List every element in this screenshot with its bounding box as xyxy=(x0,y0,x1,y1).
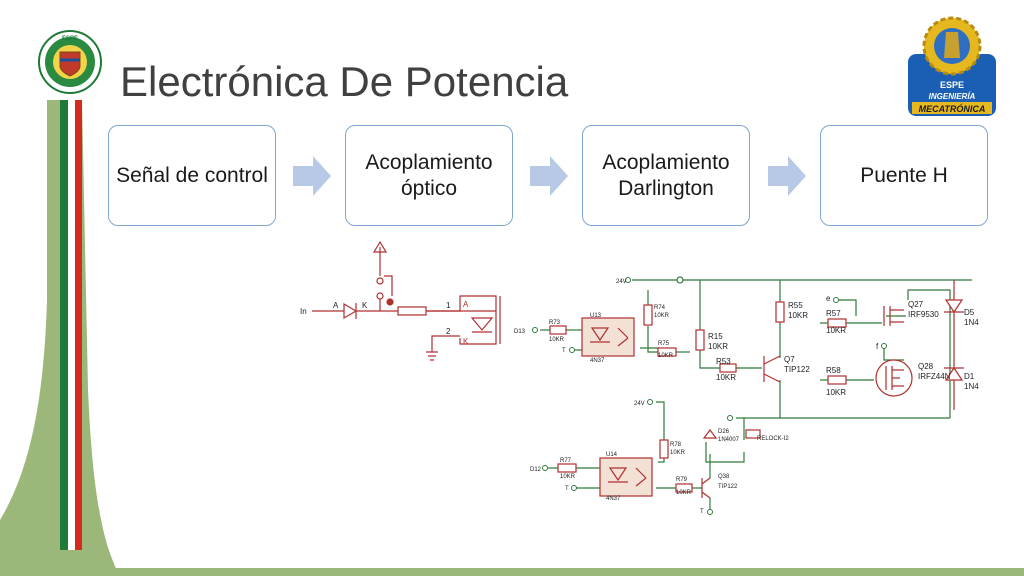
flow-arrow-2 xyxy=(530,156,568,196)
svg-text:D13: D13 xyxy=(514,329,526,335)
svg-text:R78: R78 xyxy=(670,442,682,448)
svg-text:D1: D1 xyxy=(964,372,975,381)
power-stage-components xyxy=(549,280,964,499)
flow-arrow-1 xyxy=(293,156,331,196)
svg-text:R58: R58 xyxy=(826,366,841,375)
espe-seal-logo: ESPE xyxy=(38,30,102,94)
svg-text:D5: D5 xyxy=(964,308,975,317)
svg-text:10KR: 10KR xyxy=(716,373,736,382)
svg-text:A: A xyxy=(333,301,339,310)
svg-text:1N4: 1N4 xyxy=(964,382,979,391)
svg-text:10KR: 10KR xyxy=(708,342,728,351)
svg-text:R77: R77 xyxy=(560,458,572,464)
flow-step-optical-coupling: Acoplamiento óptico xyxy=(345,125,513,226)
svg-text:A: A xyxy=(463,300,469,309)
svg-text:2: 2 xyxy=(446,327,451,336)
svg-text:1N4: 1N4 xyxy=(964,318,979,327)
svg-text:f: f xyxy=(876,342,879,351)
svg-text:RELOCK-I2: RELOCK-I2 xyxy=(757,436,789,442)
svg-text:U13: U13 xyxy=(590,313,602,319)
svg-text:ESPE: ESPE xyxy=(62,36,78,42)
flow-step-h-bridge: Puente H xyxy=(820,125,988,226)
svg-text:R55: R55 xyxy=(788,301,803,310)
svg-text:K: K xyxy=(463,337,469,346)
svg-text:IRFZ44N: IRFZ44N xyxy=(918,372,951,381)
svg-text:K: K xyxy=(362,301,368,310)
svg-text:10KR: 10KR xyxy=(654,313,670,319)
svg-text:1N4007: 1N4007 xyxy=(718,437,740,443)
svg-text:R53: R53 xyxy=(716,357,731,366)
svg-text:R15: R15 xyxy=(708,332,723,341)
svg-text:10KR: 10KR xyxy=(670,450,686,456)
flow-arrow-3 xyxy=(768,156,806,196)
svg-text:MECATRÓNICA: MECATRÓNICA xyxy=(919,103,986,114)
svg-text:10KR: 10KR xyxy=(560,474,576,480)
svg-text:R79: R79 xyxy=(676,477,688,483)
power-stage-wiring xyxy=(540,279,972,510)
svg-text:R57: R57 xyxy=(826,309,841,318)
svg-text:1: 1 xyxy=(446,301,451,310)
svg-text:R73: R73 xyxy=(549,320,561,326)
svg-text:Q38: Q38 xyxy=(718,474,730,480)
svg-text:4N37: 4N37 xyxy=(590,358,605,364)
svg-text:U14: U14 xyxy=(606,452,618,458)
svg-text:Q27: Q27 xyxy=(908,300,924,309)
svg-text:INGENIERÍA: INGENIERÍA xyxy=(929,92,976,101)
svg-text:T: T xyxy=(565,486,569,492)
svg-text:Q7: Q7 xyxy=(784,355,795,364)
svg-text:ESPE: ESPE xyxy=(940,80,964,90)
slide-title: Electrónica De Potencia xyxy=(120,58,569,105)
flow-step-darlington-coupling: Acoplamiento Darlington xyxy=(582,125,750,226)
svg-text:D26: D26 xyxy=(718,429,730,435)
svg-text:10KR: 10KR xyxy=(658,353,674,359)
svg-text:10KR: 10KR xyxy=(826,326,846,335)
svg-text:24V: 24V xyxy=(634,401,645,407)
svg-text:T: T xyxy=(562,348,566,354)
svg-text:In: In xyxy=(300,307,307,316)
svg-text:4N37: 4N37 xyxy=(606,496,621,502)
svg-text:TIP122: TIP122 xyxy=(784,365,810,374)
svg-text:24V: 24V xyxy=(616,279,627,285)
svg-text:TIP122: TIP122 xyxy=(718,484,738,490)
svg-text:10KR: 10KR xyxy=(549,337,565,343)
svg-text:Q28: Q28 xyxy=(918,362,934,371)
flow-step-control-signal: Señal de control xyxy=(108,125,276,226)
svg-text:10KR: 10KR xyxy=(788,311,808,320)
svg-text:e: e xyxy=(826,294,831,303)
svg-text:R74: R74 xyxy=(654,305,666,311)
mecatronica-logo: ESPE INGENIERÍA MECATRÓNICA xyxy=(908,16,996,116)
svg-text:D12: D12 xyxy=(530,467,542,473)
svg-text:T: T xyxy=(700,509,704,515)
svg-text:10KR: 10KR xyxy=(826,388,846,397)
svg-text:10KR: 10KR xyxy=(676,490,692,496)
svg-text:IRF9530: IRF9530 xyxy=(908,310,939,319)
svg-text:R75: R75 xyxy=(658,341,670,347)
optocoupler-input-detail xyxy=(312,240,501,361)
